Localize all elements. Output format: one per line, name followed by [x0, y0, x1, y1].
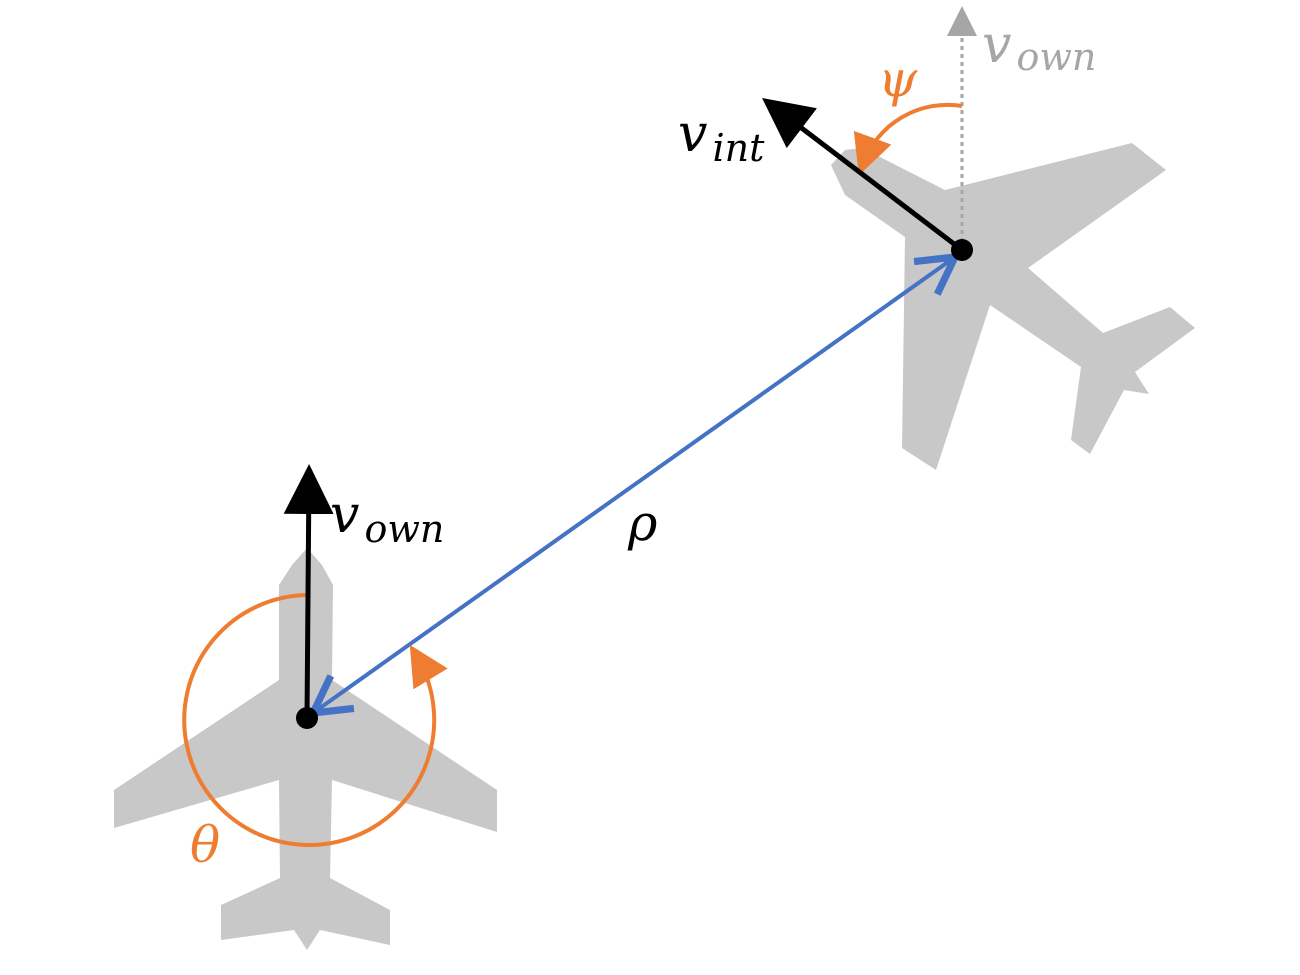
range-arrow	[306, 252, 962, 718]
intruder-velocity-label: v int	[678, 104, 765, 170]
bearing-angle-label: θ	[190, 816, 220, 874]
intruder-center-point	[951, 239, 973, 261]
own-velocity-label: v own	[330, 485, 444, 551]
bearing-angle-arc	[182, 593, 448, 847]
ownship-center-point	[296, 707, 318, 729]
heading-angle-label: ψ	[878, 50, 918, 108]
range-label: ρ	[627, 494, 658, 552]
heading-angle-arc	[853, 102, 963, 176]
ownship-aircraft	[114, 548, 497, 950]
own-velocity-arrow	[283, 464, 334, 719]
reference-own-velocity-label: v own	[982, 15, 1096, 79]
intruder-velocity-arrow	[762, 97, 964, 252]
